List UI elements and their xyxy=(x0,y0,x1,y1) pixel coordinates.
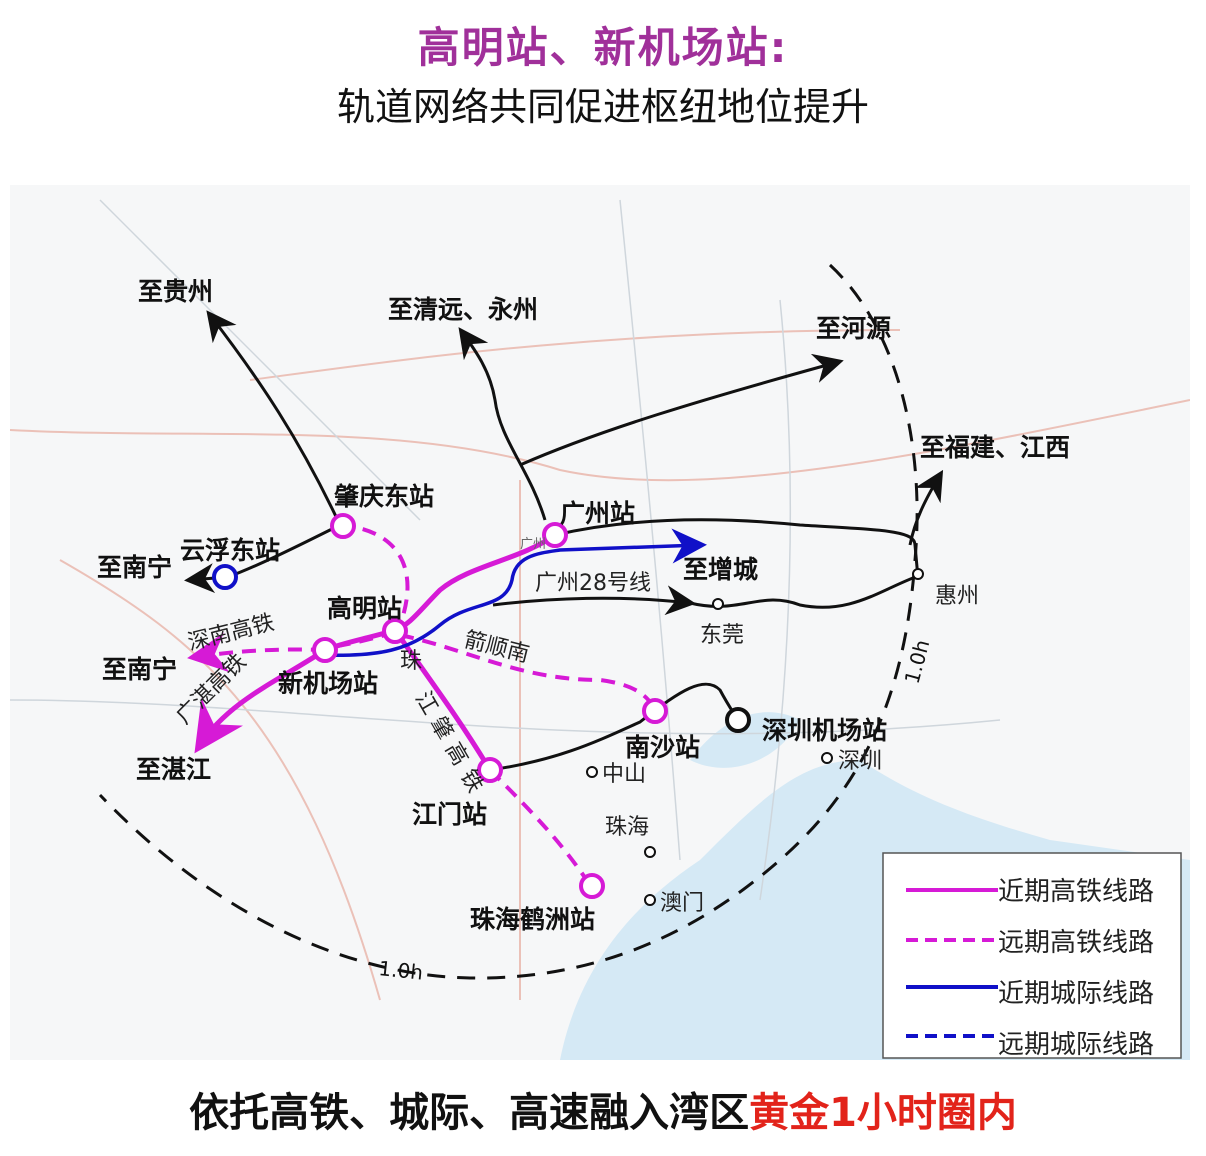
label-zhuhai-hezhou: 珠海鹤洲站 xyxy=(470,905,595,934)
footer-highlight: 黄金1小时圈内 xyxy=(749,1090,1017,1136)
city-guangzhou: 广州 xyxy=(520,537,546,552)
station-markers xyxy=(312,513,668,899)
station-yunfu-east-marker[interactable] xyxy=(212,564,238,590)
pearl-river-estuary xyxy=(690,712,800,768)
dest-nanning-2: 至南宁 xyxy=(102,655,177,684)
label-new-airport: 新机场站 xyxy=(278,669,378,698)
dest-guizhou: 至贵州 xyxy=(138,277,213,306)
station-guangzhou-marker[interactable] xyxy=(542,522,568,548)
dest-qingyuan-yongzhou: 至清远、永州 xyxy=(388,295,538,324)
label-yunfu-east: 云浮东站 xyxy=(180,536,280,565)
label-jiangmen: 江门站 xyxy=(412,800,487,829)
label-zhaoqing-east: 肇庆东站 xyxy=(334,482,434,511)
line-gz28 xyxy=(492,585,696,616)
near-term-intercity-line xyxy=(319,528,707,658)
station-new-airport-marker[interactable] xyxy=(312,637,338,663)
dest-fujian-jiangxi: 至福建、江西 xyxy=(920,433,1070,462)
city-zhongshan: 中山 xyxy=(602,762,646,787)
label-gz28: 广州28号线 xyxy=(535,571,651,596)
legend-label-far-intercity: 远期城际线路 xyxy=(998,1030,1154,1060)
station-zhuhai-hezhou-marker[interactable] xyxy=(579,873,605,899)
dest-nanning-1: 至南宁 xyxy=(97,553,172,582)
isochrone-label-bottom: 1.0h xyxy=(377,956,424,985)
line-guangzhou-east xyxy=(554,518,920,579)
label-gaoming: 高明站 xyxy=(327,594,402,623)
label-zhujiang-1: 珠 xyxy=(400,649,422,674)
station-shenzhen-airport-marker[interactable] xyxy=(725,707,751,733)
legend-label-near-intercity: 近期城际线路 xyxy=(998,979,1154,1009)
other-lines xyxy=(184,310,944,772)
legend-label-far-hsr: 远期高铁线路 xyxy=(998,928,1154,958)
city-zhuhai: 珠海 xyxy=(605,815,649,840)
line-dongguan-huizhou xyxy=(689,574,919,609)
line-to-fujian xyxy=(908,469,944,546)
line-nansha-shenzhen xyxy=(489,682,740,772)
label-nansha: 南沙站 xyxy=(625,733,700,762)
station-zhaoqing-east-marker[interactable] xyxy=(330,513,356,539)
station-jiangmen-marker[interactable] xyxy=(477,757,503,783)
footer-caption: 依托高铁、城际、高速融入湾区黄金1小时圈内 xyxy=(0,1080,1206,1138)
line-to-heyuan xyxy=(519,353,844,467)
dest-zengcheng: 至增城 xyxy=(683,555,758,584)
page-subtitle: 轨道网络共同促进枢纽地位提升 xyxy=(336,85,869,129)
label-guangzhou-station: 广州站 xyxy=(560,499,635,528)
line-to-guizhou xyxy=(206,310,342,526)
line-to-qingyuan xyxy=(458,327,547,521)
footer-text: 依托高铁、城际、高速融入湾区 xyxy=(189,1090,750,1136)
city-macau: 澳门 xyxy=(660,891,704,916)
label-shenzhen-airport: 深圳机场站 xyxy=(762,716,887,745)
legend: 近期高铁线路 远期高铁线路 近期城际线路 远期城际线路 xyxy=(882,852,1182,1060)
legend-label-near-hsr: 近期高铁线路 xyxy=(998,877,1154,907)
dest-zhanjiang: 至湛江 xyxy=(136,755,211,784)
rail-network-map: 肇庆东站 云浮东站 高明站 新机场站 广州站 南沙站 江门站 珠海鹤洲站 深圳机… xyxy=(10,185,1190,1060)
city-shenzhen: 深圳 xyxy=(838,749,882,774)
station-gaoming-marker[interactable] xyxy=(382,618,408,644)
city-dongguan: 东莞 xyxy=(700,623,744,648)
city-markers xyxy=(586,568,924,906)
one-hour-isochrone xyxy=(98,263,919,980)
page-title: 高明站、新机场站: xyxy=(417,23,789,72)
station-nansha-marker[interactable] xyxy=(642,698,668,724)
dest-heyuan: 至河源 xyxy=(816,314,891,343)
city-huizhou: 惠州 xyxy=(935,584,979,609)
